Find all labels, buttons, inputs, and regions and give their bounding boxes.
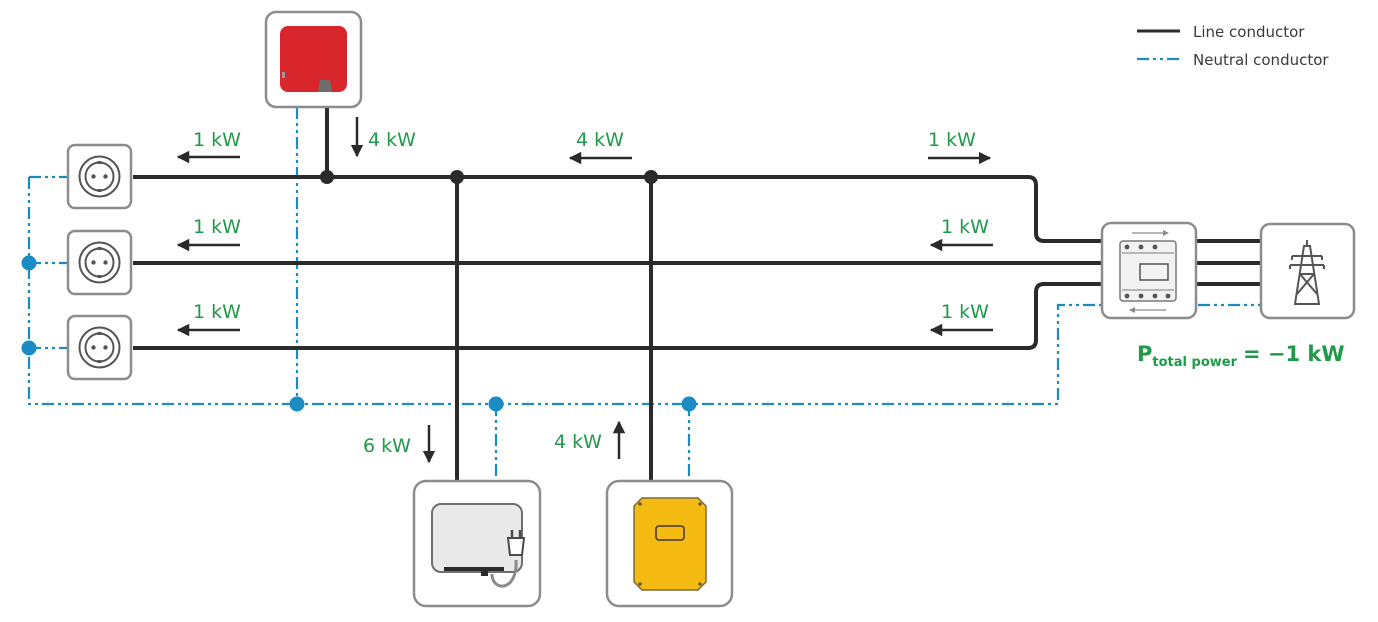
- total-power-subscript: total power: [1152, 355, 1237, 370]
- yellow-inverter-icon: [633, 497, 707, 591]
- energy-meter: [1100, 221, 1198, 320]
- flow-label-pv: 4 kW: [368, 129, 416, 151]
- legend-neutral-label: Neutral conductor: [1193, 51, 1329, 69]
- legend-line-label: Line conductor: [1193, 23, 1305, 41]
- flow-label-l3-right: 1 kW: [941, 301, 989, 323]
- line-l3: [133, 282, 1102, 350]
- pv-inverter: [264, 10, 363, 109]
- socket-box: [66, 229, 133, 296]
- neutral-node: [488, 396, 504, 412]
- line-node: [320, 170, 334, 184]
- total-power-symbol: P: [1137, 342, 1152, 366]
- flow-label-l1-mid: 4 kW: [576, 129, 624, 151]
- flow-label-l2-right: 1 kW: [941, 216, 989, 238]
- line-l1: [133, 175, 1102, 243]
- socket-box: [66, 143, 133, 210]
- total-power-value: = −1 kW: [1243, 342, 1345, 366]
- flow-label-l1-right: 1 kW: [928, 129, 976, 151]
- socket-l2: [66, 229, 133, 296]
- flow-label-l3-left: 1 kW: [193, 301, 241, 323]
- neutral-node: [289, 396, 305, 412]
- neutral-node: [21, 340, 37, 356]
- neutral-node: [681, 396, 697, 412]
- flow-label-battery: 4 kW: [554, 431, 602, 453]
- socket-icon: [78, 326, 121, 369]
- line-node: [644, 170, 658, 184]
- flow-labels: 1 kW 1 kW 1 kW 4 kW 4 kW 1 kW 1 kW 1 kW …: [193, 129, 989, 457]
- flow-label-l2-left: 1 kW: [193, 216, 241, 238]
- socket-icon: [78, 155, 121, 198]
- socket-l1: [66, 143, 133, 210]
- socket-l3: [66, 314, 133, 381]
- red-inverter-icon: [280, 26, 347, 92]
- legend: Line conductor Neutral conductor: [1137, 23, 1329, 69]
- line-node: [450, 170, 464, 184]
- neutral-node: [21, 255, 37, 271]
- grid: [1259, 222, 1356, 320]
- ev-charger-icon: [431, 503, 526, 588]
- socket-icon: [78, 241, 121, 284]
- socket-box: [66, 314, 133, 381]
- energy-meter-icon: [1119, 230, 1177, 313]
- flow-label-l1-left: 1 kW: [193, 129, 241, 151]
- neutral-conductor: [21, 107, 1262, 481]
- power-pylon-icon: [1289, 240, 1325, 305]
- neutral-bus: [27, 177, 1105, 406]
- grid-box: [1259, 222, 1356, 320]
- flow-label-ev: 6 kW: [363, 435, 411, 457]
- line-conductors: [133, 107, 1261, 481]
- battery-inverter: [605, 479, 734, 608]
- ev-charger: [412, 479, 542, 608]
- flow-arrows: [176, 117, 993, 464]
- total-power-label: Ptotal power = −1 kW: [1137, 342, 1345, 370]
